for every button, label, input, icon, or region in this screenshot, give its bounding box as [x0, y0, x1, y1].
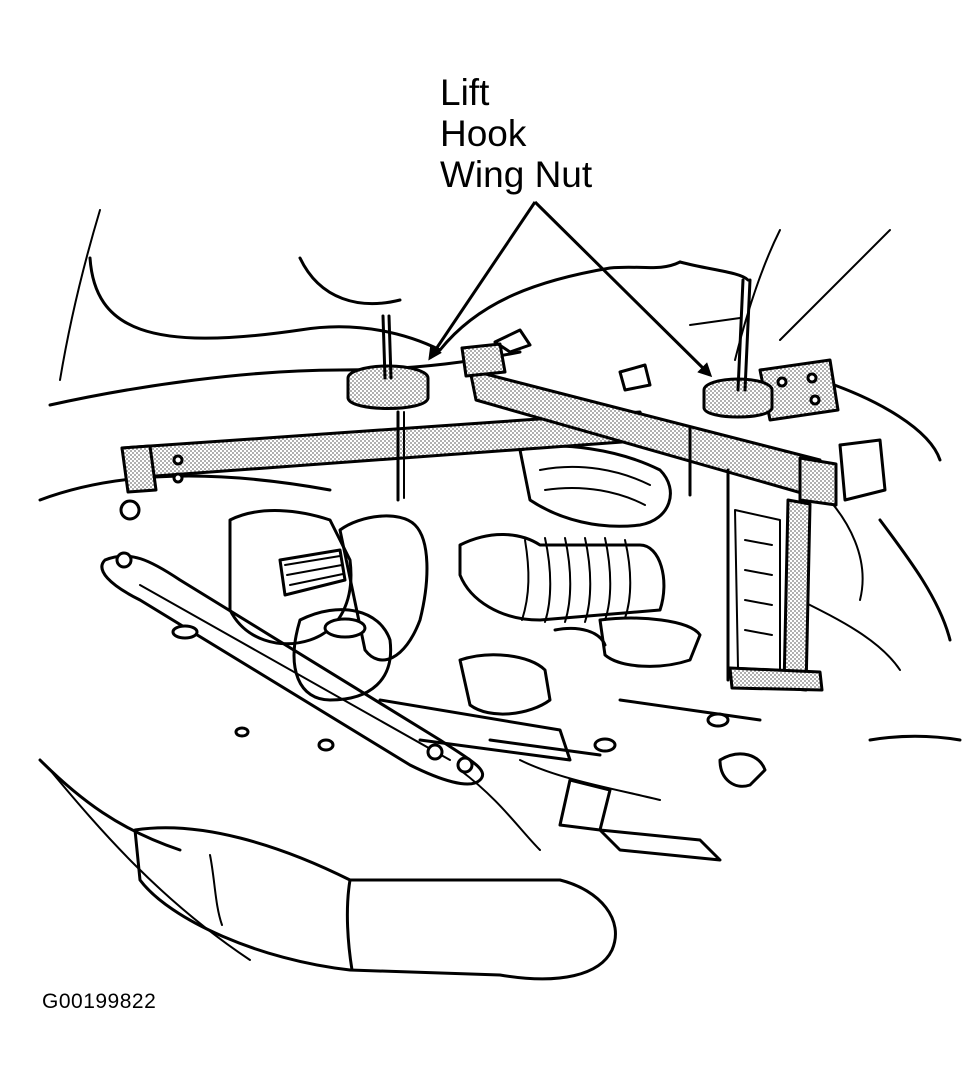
- arrow-left-wing-nut: [428, 201, 537, 361]
- callout-label-line-1: Lift: [440, 72, 490, 113]
- callout-label-line-2: Hook: [440, 113, 527, 154]
- lift-fixture: [119, 278, 840, 692]
- arrow-right-wing-nut: [533, 200, 713, 378]
- callout-arrows: [428, 200, 713, 378]
- callout-label-line-3: Wing Nut: [440, 154, 593, 195]
- figure-id-label: G00199822: [42, 990, 157, 1013]
- headlight: [49, 769, 617, 981]
